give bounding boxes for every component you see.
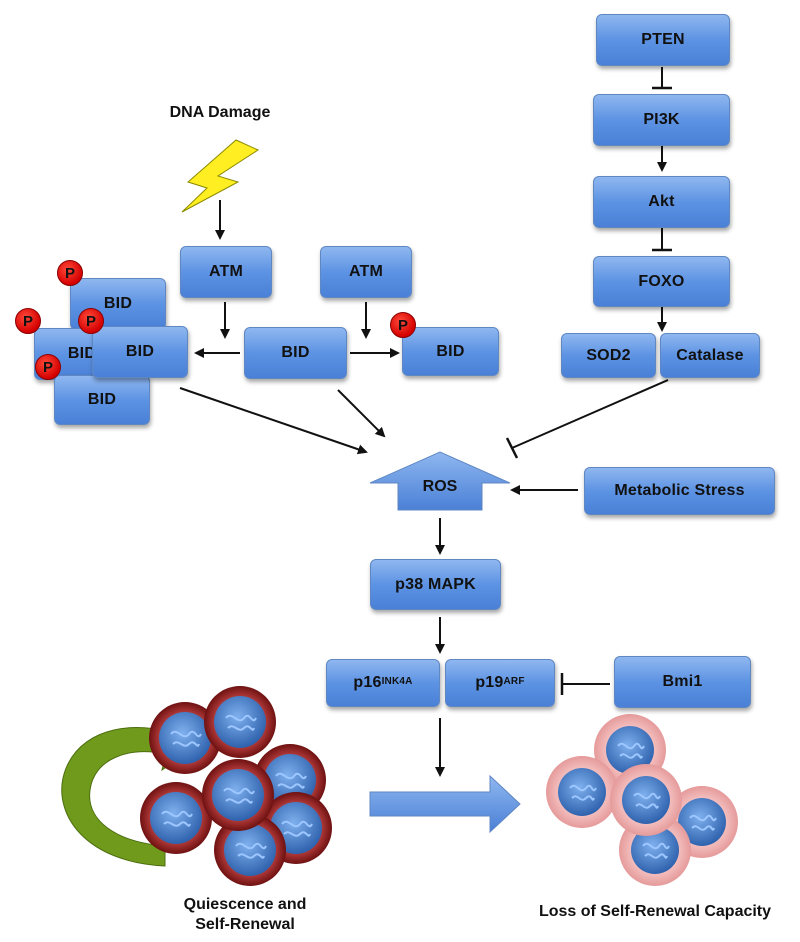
transition-arrow bbox=[369, 774, 521, 834]
bmi1-node: Bmi1 bbox=[614, 656, 751, 708]
p38-mapk-node: p38 MAPK bbox=[370, 559, 501, 610]
ros-up-arrow bbox=[369, 451, 511, 511]
phosphate-badge: P bbox=[78, 308, 104, 334]
phosphate-badge: P bbox=[390, 312, 416, 338]
phosphate-badge: P bbox=[35, 354, 61, 380]
quiescence-caption-line1: Quiescence and bbox=[183, 896, 307, 913]
p16-superscript: INK4A bbox=[381, 675, 413, 687]
sod2-node: SOD2 bbox=[561, 333, 656, 378]
pi3k-node: PI3K bbox=[593, 94, 730, 146]
pten-node: PTEN bbox=[596, 14, 730, 66]
akt-node: Akt bbox=[593, 176, 730, 228]
dna-damage-label: DNA Damage bbox=[169, 104, 271, 121]
quiescence-caption-line2: Self-Renewal bbox=[195, 916, 295, 933]
lightning-icon bbox=[181, 139, 260, 213]
atm-node-right: ATM bbox=[320, 246, 412, 298]
p19-label: p19 bbox=[475, 674, 504, 691]
bid-cluster-mid: BID bbox=[92, 326, 188, 378]
bid-cluster-bottom: BID bbox=[54, 375, 150, 425]
bid-node-center: BID bbox=[244, 327, 347, 379]
metabolic-stress-node: Metabolic Stress bbox=[584, 467, 775, 515]
loss-caption: Loss of Self-Renewal Capacity bbox=[538, 903, 772, 920]
phosphate-badge: P bbox=[57, 260, 83, 286]
catalase-node: Catalase bbox=[660, 333, 760, 378]
p16-label: p16 bbox=[353, 674, 382, 691]
senescent-cell-cluster bbox=[546, 714, 738, 886]
quiescence-caption: Quiescence and Self-Renewal bbox=[150, 895, 340, 935]
atm-node-left: ATM bbox=[180, 246, 272, 298]
healthy-cell-cluster bbox=[140, 686, 332, 886]
foxo-node: FOXO bbox=[593, 256, 730, 307]
phosphate-badge: P bbox=[15, 308, 41, 334]
ros-label: ROS bbox=[422, 478, 458, 495]
bid-node-phosphorylated: BID bbox=[402, 327, 499, 376]
p19-superscript: ARF bbox=[503, 675, 525, 687]
